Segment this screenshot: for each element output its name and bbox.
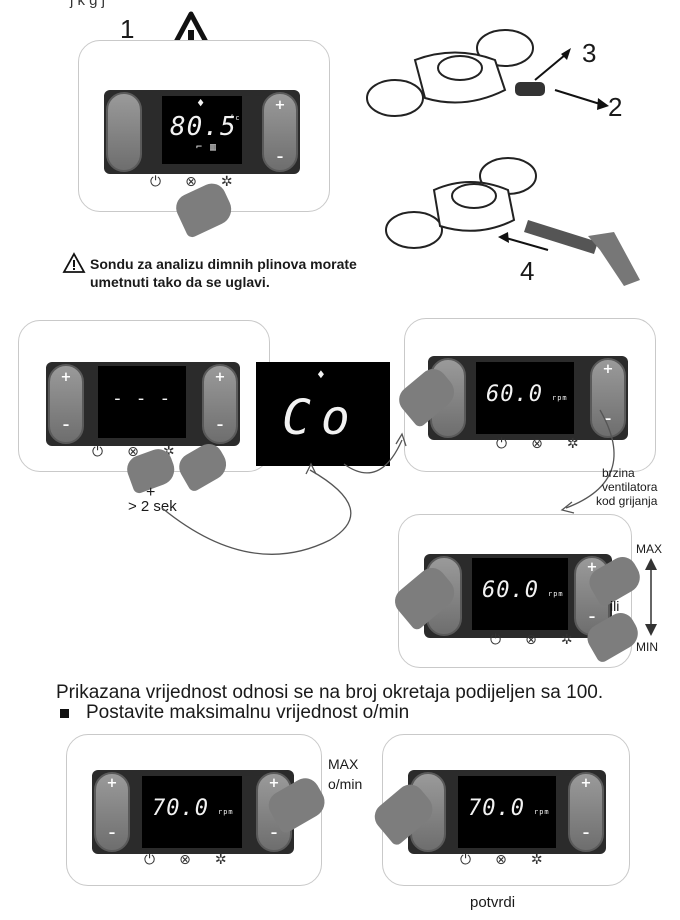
rpm-value-6: 70.0 [468,796,525,821]
left-plus-5: + [106,776,118,791]
power-icon[interactable]: ⏻ [150,174,162,190]
display-5 [142,776,242,848]
right-button-2[interactable] [202,364,238,444]
rpm-unit-5: rpm [218,808,234,816]
reset-icon[interactable]: ⊗ [127,444,139,460]
left-button-5[interactable] [94,772,130,852]
faucet-radiator-icons: ⌐ ▥ [196,142,218,153]
right-plus-1: + [274,98,286,113]
left-minus-5: – [108,826,116,841]
right-minus-4: – [588,610,596,625]
left-plus-2: + [60,370,72,385]
display-6 [458,776,556,848]
step-number-4: 4 [520,256,535,286]
temp-unit: °c [230,114,241,122]
settings-icon[interactable]: ✲ [530,852,543,868]
co-value: Co [282,390,360,446]
right-minus-5: – [270,826,278,841]
icon-row-2: ⏻ ⊗ ✲ [92,444,199,460]
confirm-label: potvrdi [470,894,516,911]
display-2 [98,366,186,438]
settings-icon[interactable]: ✲ [162,444,175,460]
co-display [256,362,390,466]
step-number-2: 2 [608,92,623,122]
probe-device-diagram-top [366,29,609,117]
power-icon[interactable]: ⏻ [92,444,104,460]
right-plus-5: + [268,776,280,791]
warning-small-icon [62,252,86,273]
power-icon[interactable]: ⏻ [460,852,472,868]
warning-text-2: umetnuti tako da se uglavi. [90,274,270,290]
icon-row-4: ⏻ ⊗ ✲ [490,632,597,648]
display-4 [472,558,568,630]
instruction-line: Prikazana vrijednost odnosi se na broj o… [56,682,604,703]
rpm-unit-6: rpm [534,808,550,816]
header-fragment: j k g j [70,0,106,9]
icon-row-1: ⏻ ⊗ ✲ [150,174,257,190]
settings-icon[interactable]: ✲ [560,632,573,648]
fan-speed-label-1: brzina [602,466,635,480]
flame-icon-co: ♦ [317,368,326,383]
power-icon[interactable]: ⏻ [144,852,156,868]
right-button-6[interactable] [568,772,604,852]
right-plus-2: + [214,370,226,385]
temp-value: 80.5 [170,112,237,142]
bullet-marker [60,709,69,718]
flame-icon-1: ♦ [197,96,206,110]
settings-icon[interactable]: ✲ [220,174,233,190]
reset-icon[interactable]: ⊗ [531,436,543,452]
probe-device-diagram-bottom [385,157,640,286]
rpm-value-3: 60.0 [486,382,543,407]
left-minus-2: – [62,418,70,433]
min-label: MIN [636,640,658,654]
reset-icon[interactable]: ⊗ [495,852,507,868]
warning-text-1: Sondu za analizu dimnih plinova morate [90,256,357,272]
reset-icon[interactable]: ⊗ [525,632,537,648]
fan-speed-label-3: kod grijanja [596,494,658,508]
display-3 [476,362,574,434]
settings-icon[interactable]: ✲ [566,436,579,452]
right-plus-3: + [602,362,614,377]
or-label: ili [610,598,620,614]
icon-row-3: ⏻ ⊗ ✲ [496,436,603,452]
max-rpm-label-2: o/min [328,776,363,792]
right-plus-4: + [586,560,598,575]
instruction-bullet: Postavite maksimalnu vrijednost o/min [86,702,410,723]
left-button-1[interactable] [106,92,142,172]
plus-combo-label: + [146,484,156,501]
step-number-1: 1 [120,14,135,44]
display-1 [162,96,242,164]
right-plus-6: + [580,776,592,791]
right-minus-6: – [582,826,590,841]
icon-row-5: ⏻ ⊗ ✲ [144,852,251,868]
step-number-3: 3 [582,38,597,68]
right-button-1[interactable] [262,92,298,172]
rpm-value-5: 70.0 [152,796,209,821]
right-minus-3: – [604,412,612,427]
right-minus-2: – [216,418,224,433]
rpm-unit-4: rpm [548,590,564,598]
rpm-unit-3: rpm [552,394,568,402]
fan-speed-label-2: ventilatora [602,480,658,494]
power-icon[interactable]: ⏻ [496,436,508,452]
right-minus-1: – [276,150,284,165]
icon-row-6: ⏻ ⊗ ✲ [460,852,567,868]
power-icon[interactable]: ⏻ [490,632,502,648]
left-button-2[interactable] [48,364,84,444]
max-rpm-label-1: MAX [328,756,359,772]
reset-icon[interactable]: ⊗ [185,174,197,190]
reset-icon[interactable]: ⊗ [179,852,191,868]
settings-icon[interactable]: ✲ [214,852,227,868]
dashes-value: - - - [112,388,172,409]
max-label: MAX [636,542,663,556]
rpm-value-4: 60.0 [482,578,539,603]
